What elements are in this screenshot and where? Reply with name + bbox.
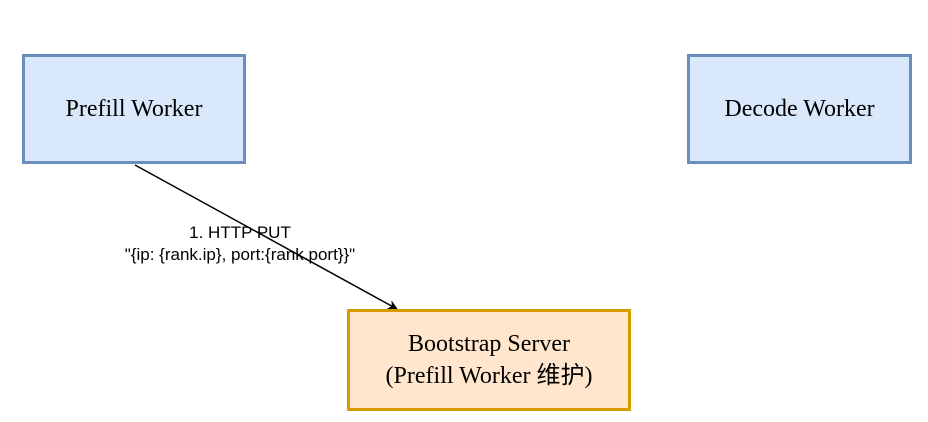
prefill-worker-label: Prefill Worker [65,95,203,122]
edge-label: 1. HTTP PUT "{ip: {rank.ip}, port:{rank.… [60,222,420,266]
bootstrap-server-subtitle: (Prefill Worker 维护) [385,363,593,389]
decode-worker-node[interactable]: Decode Worker [687,54,912,164]
bootstrap-server-title: Bootstrap Server [408,330,570,357]
edge-prefill-to-bootstrap[interactable] [134,164,398,310]
bootstrap-server-node[interactable]: Bootstrap Server (Prefill Worker 维护) [347,309,631,411]
edge-label-payload: "{ip: {rank.ip}, port:{rank.port}}" [124,245,356,264]
prefill-worker-node[interactable]: Prefill Worker [22,54,246,164]
decode-worker-label: Decode Worker [724,95,875,122]
edge-label-method: 1. HTTP PUT [189,223,291,242]
